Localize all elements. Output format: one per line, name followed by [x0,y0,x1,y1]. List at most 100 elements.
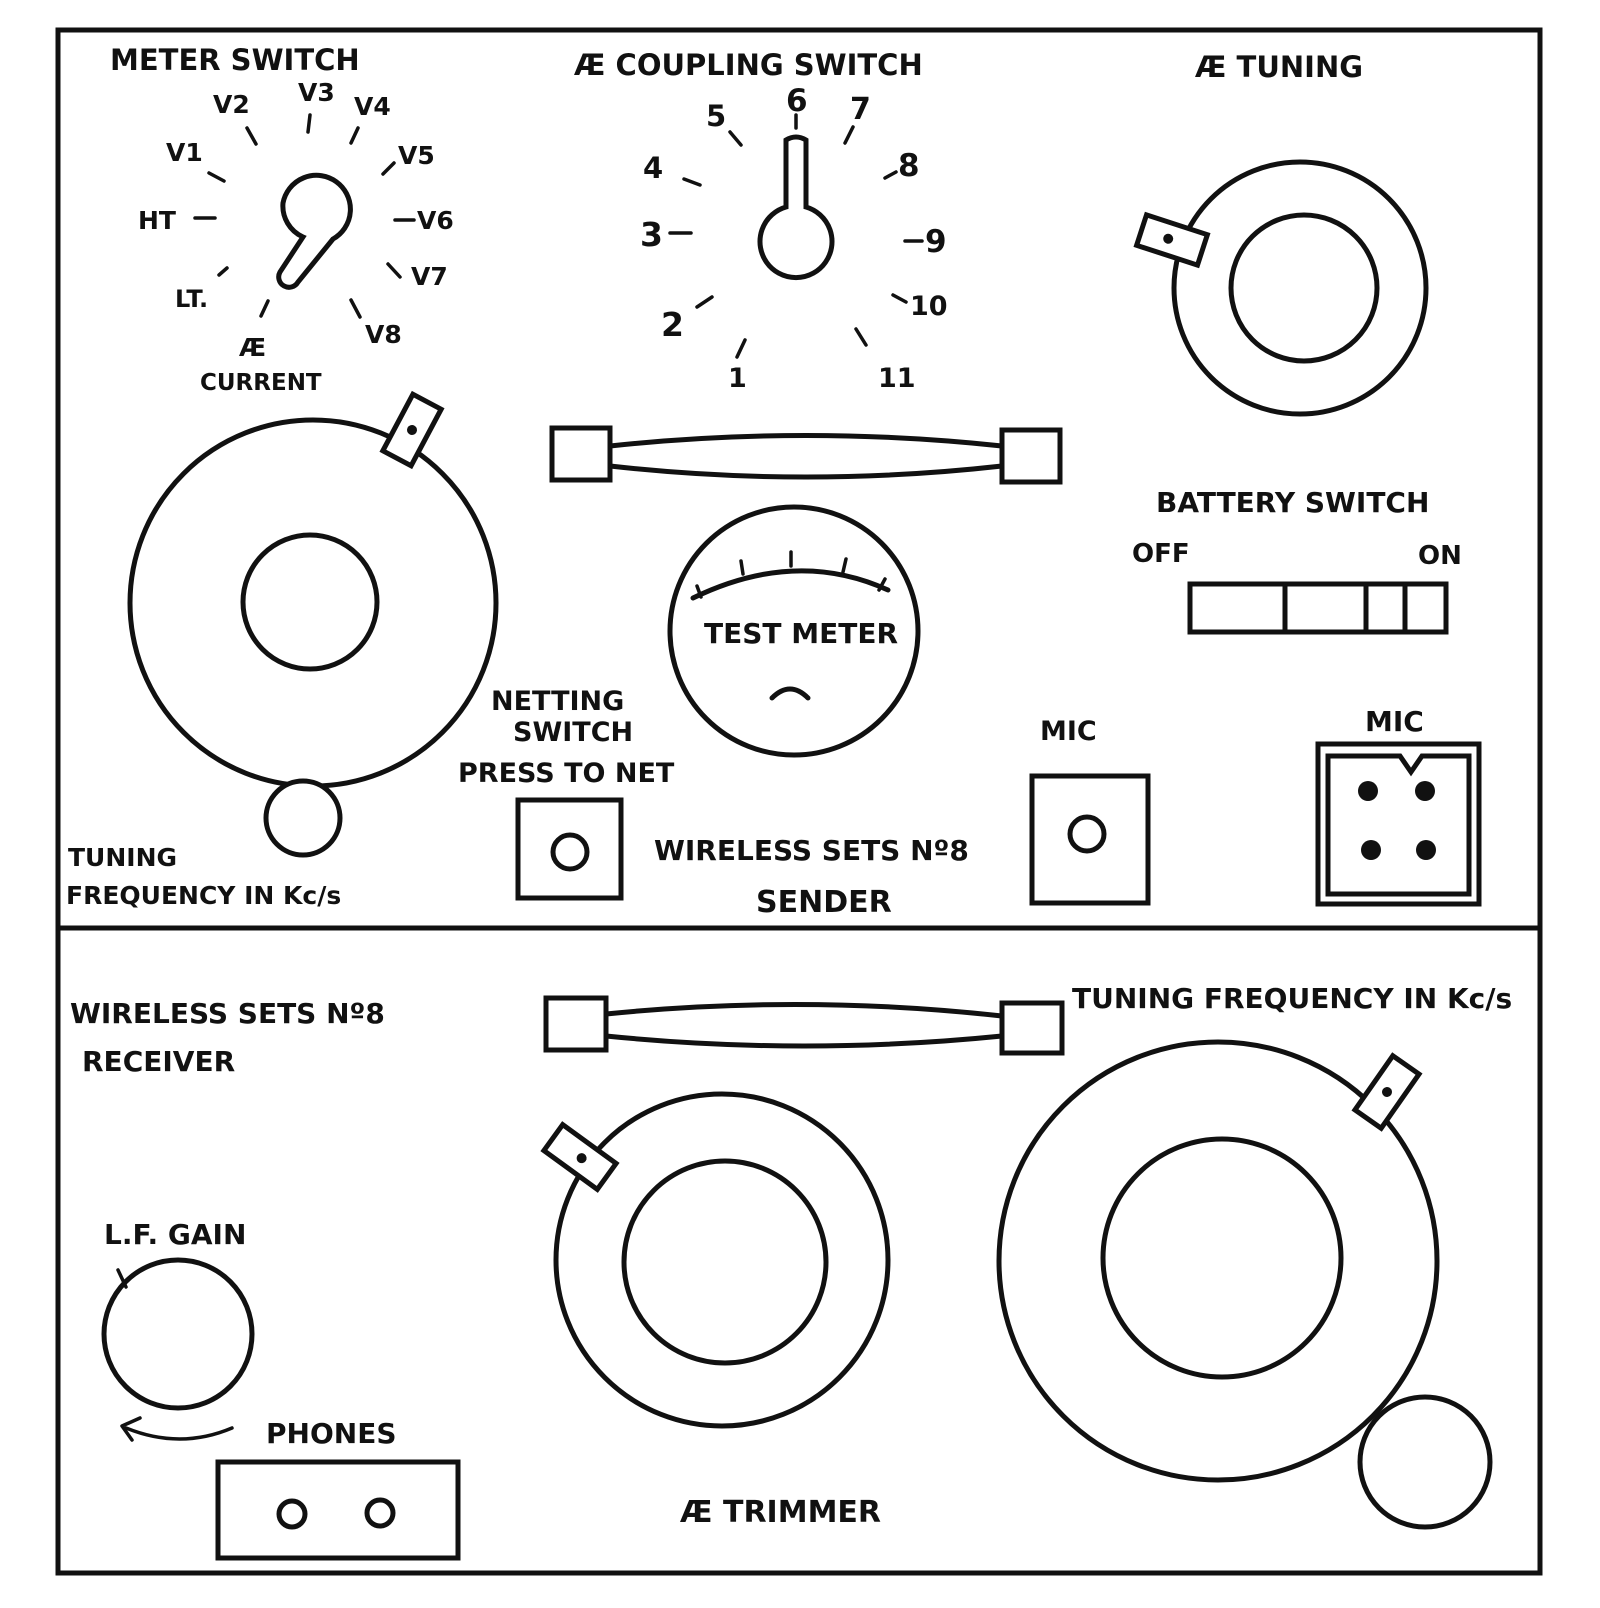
pos-c10: 10 [910,291,948,322]
phones-jack[interactable]: PHONES [215,1417,461,1561]
tick-v4 [349,126,360,145]
phones-socket-2[interactable] [364,1497,396,1529]
pos-ae-current: CURRENT [200,370,322,396]
pos-v6: V6 [417,206,454,235]
receiver-tuning-pointer [1351,1052,1423,1132]
mic-socket[interactable]: MIC [1029,716,1151,906]
battery-switch-body[interactable] [1187,581,1449,635]
receiver-tuning-dial-outer[interactable] [996,1039,1440,1483]
mic-plug-inner [1325,753,1472,897]
mic-socket-plate [1029,773,1151,906]
tick-v8 [349,298,362,319]
tick-v2 [245,126,258,146]
mic-plug-label: MIC [1365,705,1424,738]
battery-switch-title: BATTERY SWITCH [1156,486,1429,519]
lf-gain-arrow-arc [124,1426,234,1441]
pos-v7: V7 [411,262,448,291]
ae-tuning-dial-outer[interactable] [1171,159,1429,417]
sender-tuning-dial-outer[interactable] [127,417,499,789]
mic-pin-2 [1415,781,1435,801]
receiver-tuning-dial-inner[interactable] [1100,1136,1344,1380]
coupling-switch-knob[interactable] [757,134,835,281]
sender-tuning-label-2: FREQUENCY IN Kc/s [66,881,341,910]
ae-trimmer-dial-outer[interactable] [553,1091,891,1429]
mic-pin-1 [1358,781,1378,801]
rx-handle-bar-bottom [603,1033,1005,1049]
tick-c11 [854,327,868,347]
lf-gain-arrow-head [120,1416,142,1442]
ae-coupling-switch[interactable]: Æ COUPLING SWITCH 1 2 3 4 5 6 7 8 9 10 1… [574,48,948,394]
lf-gain-label: L.F. GAIN [104,1218,246,1251]
pos-v3: V3 [298,78,335,107]
pos-ae: Æ [239,333,266,362]
ae-tuning-pointer [1133,211,1211,269]
pos-c5: 5 [706,99,726,133]
pos-v8: V8 [365,320,402,349]
handle-left-mount [549,425,613,483]
receiver-handle[interactable] [543,995,1065,1056]
handle-bar-bottom [607,463,1005,480]
tick-ae [259,299,270,318]
tick-c2 [695,295,714,309]
ae-tuning-title: Æ TUNING [1195,50,1363,84]
mic-plug-outer [1315,741,1482,907]
test-meter-tick-2 [739,559,745,576]
receiver-tuning-dial[interactable] [996,1039,1493,1530]
ae-tuning-dial-inner[interactable] [1228,212,1380,364]
sender-tuning-dial[interactable]: TUNING FREQUENCY IN Kc/s [66,390,499,910]
pos-c1: 1 [728,363,747,394]
ae-tuning[interactable]: Æ TUNING [1133,50,1429,417]
netting-switch-button[interactable] [550,832,590,872]
test-meter-face [667,504,921,758]
netting-switch-label-1: NETTING [491,686,624,717]
mic-socket-hole[interactable] [1067,814,1107,854]
panel-border [55,27,1543,1576]
netting-switch-plate [515,797,624,901]
netting-switch-label-2: SWITCH [513,717,633,748]
mic-socket-label: MIC [1040,716,1097,747]
sender-set-name-2: SENDER [756,885,892,920]
battery-switch[interactable]: BATTERY SWITCH OFF ON [1132,486,1462,635]
mic-plug-socket[interactable]: MIC [1315,705,1482,907]
meter-switch-title: METER SWITCH [110,43,360,77]
test-meter-tick-5 [877,577,887,592]
phones-socket-1[interactable] [276,1498,308,1530]
ae-trimmer-dial-inner[interactable] [621,1158,829,1366]
netting-switch[interactable]: NETTING SWITCH PRESS TO NET [458,686,675,901]
mic-pin-3 [1361,840,1381,860]
sender-tuning-dial-inner[interactable] [240,532,380,672]
pos-c11: 11 [878,363,916,394]
test-meter: TEST METER [667,504,921,758]
pos-c2: 2 [661,305,684,344]
sender-tuning-pointer [379,390,445,470]
pos-v2: V2 [213,90,250,119]
ae-trimmer-dial[interactable]: Æ TRIMMER [540,1091,891,1530]
lf-gain[interactable]: L.F. GAIN [101,1218,255,1442]
lf-gain-knob[interactable] [101,1257,255,1411]
lf-gain-indicator [116,1268,128,1289]
tick-c8 [883,170,898,180]
sender-tuning-knob[interactable] [263,778,343,858]
rx-handle-right-mount [999,1000,1065,1056]
pos-v4: V4 [354,92,391,121]
sender-tuning-label-1: TUNING [68,843,177,872]
tick-c5 [728,130,743,147]
tick-lt [217,266,229,277]
pos-c8: 8 [898,148,920,184]
tick-c7 [843,125,855,145]
meter-switch[interactable]: METER SWITCH HT V1 V2 V3 V4 V5 V6 V7 V8 … [110,43,454,396]
pos-c4: 4 [643,151,663,185]
meter-switch-knob[interactable] [276,172,353,290]
battery-off-label: OFF [1132,539,1190,569]
sender-handle[interactable] [549,425,1063,485]
pos-c7: 7 [850,92,871,127]
pos-c3: 3 [640,215,663,254]
receiver-tuning-knob[interactable] [1357,1394,1493,1530]
ae-trimmer-pointer [540,1121,620,1193]
receiver-tuning-label: TUNING FREQUENCY IN Kc/s [1072,982,1512,1015]
tick-c4 [682,177,702,187]
pos-ht: HT [138,206,176,235]
phones-label: PHONES [266,1417,396,1450]
pos-lt: LT. [175,285,208,313]
